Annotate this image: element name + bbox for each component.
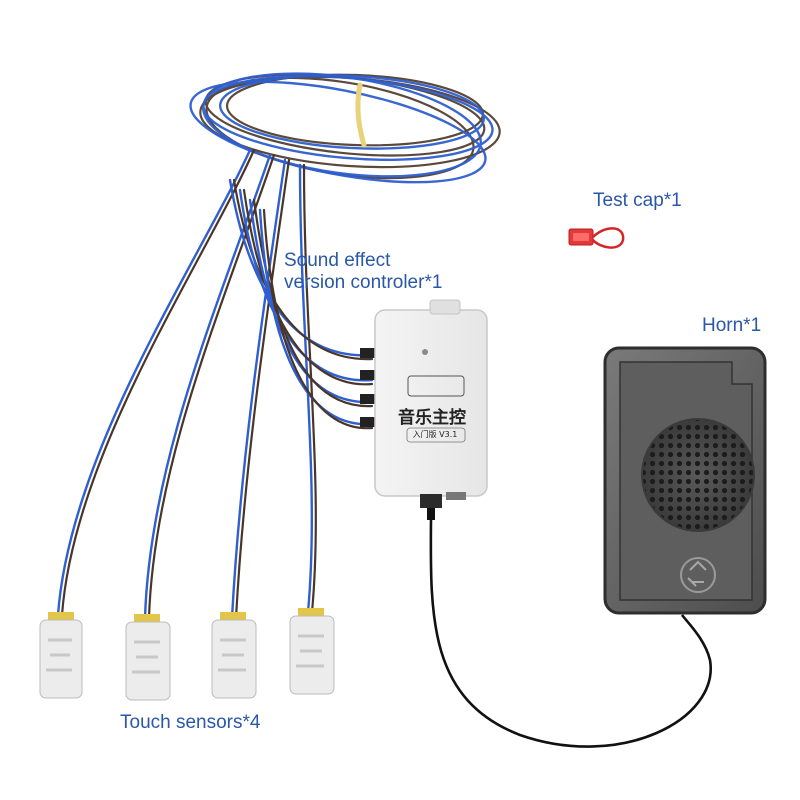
horn-label: Horn*1 — [702, 315, 762, 336]
touch-sensor — [39, 612, 83, 699]
touch-sensor — [211, 612, 257, 699]
controller-edition: 入门版 V3.1 — [400, 429, 470, 440]
sound-controller-label-line2: version controler*1 — [284, 272, 443, 293]
sound-controller-label-line1: Sound effect — [284, 250, 391, 271]
controller-title: 音乐主控 — [398, 408, 466, 428]
controller-version: V3.1 — [439, 430, 458, 439]
controller-edition-label: 入门版 — [412, 430, 437, 439]
touch-sensor — [125, 614, 171, 701]
test-cap-label: Test cap*1 — [593, 190, 682, 211]
sound-controller — [360, 299, 488, 520]
horn — [603, 346, 767, 615]
horn-cable — [429, 519, 712, 748]
touch-sensor — [289, 608, 335, 695]
wire-bundle — [56, 72, 501, 620]
touch-sensors-label: Touch sensors*4 — [120, 712, 261, 733]
sound-controller-label: Sound effect version controler*1 — [284, 250, 442, 294]
test-cap — [568, 227, 625, 249]
